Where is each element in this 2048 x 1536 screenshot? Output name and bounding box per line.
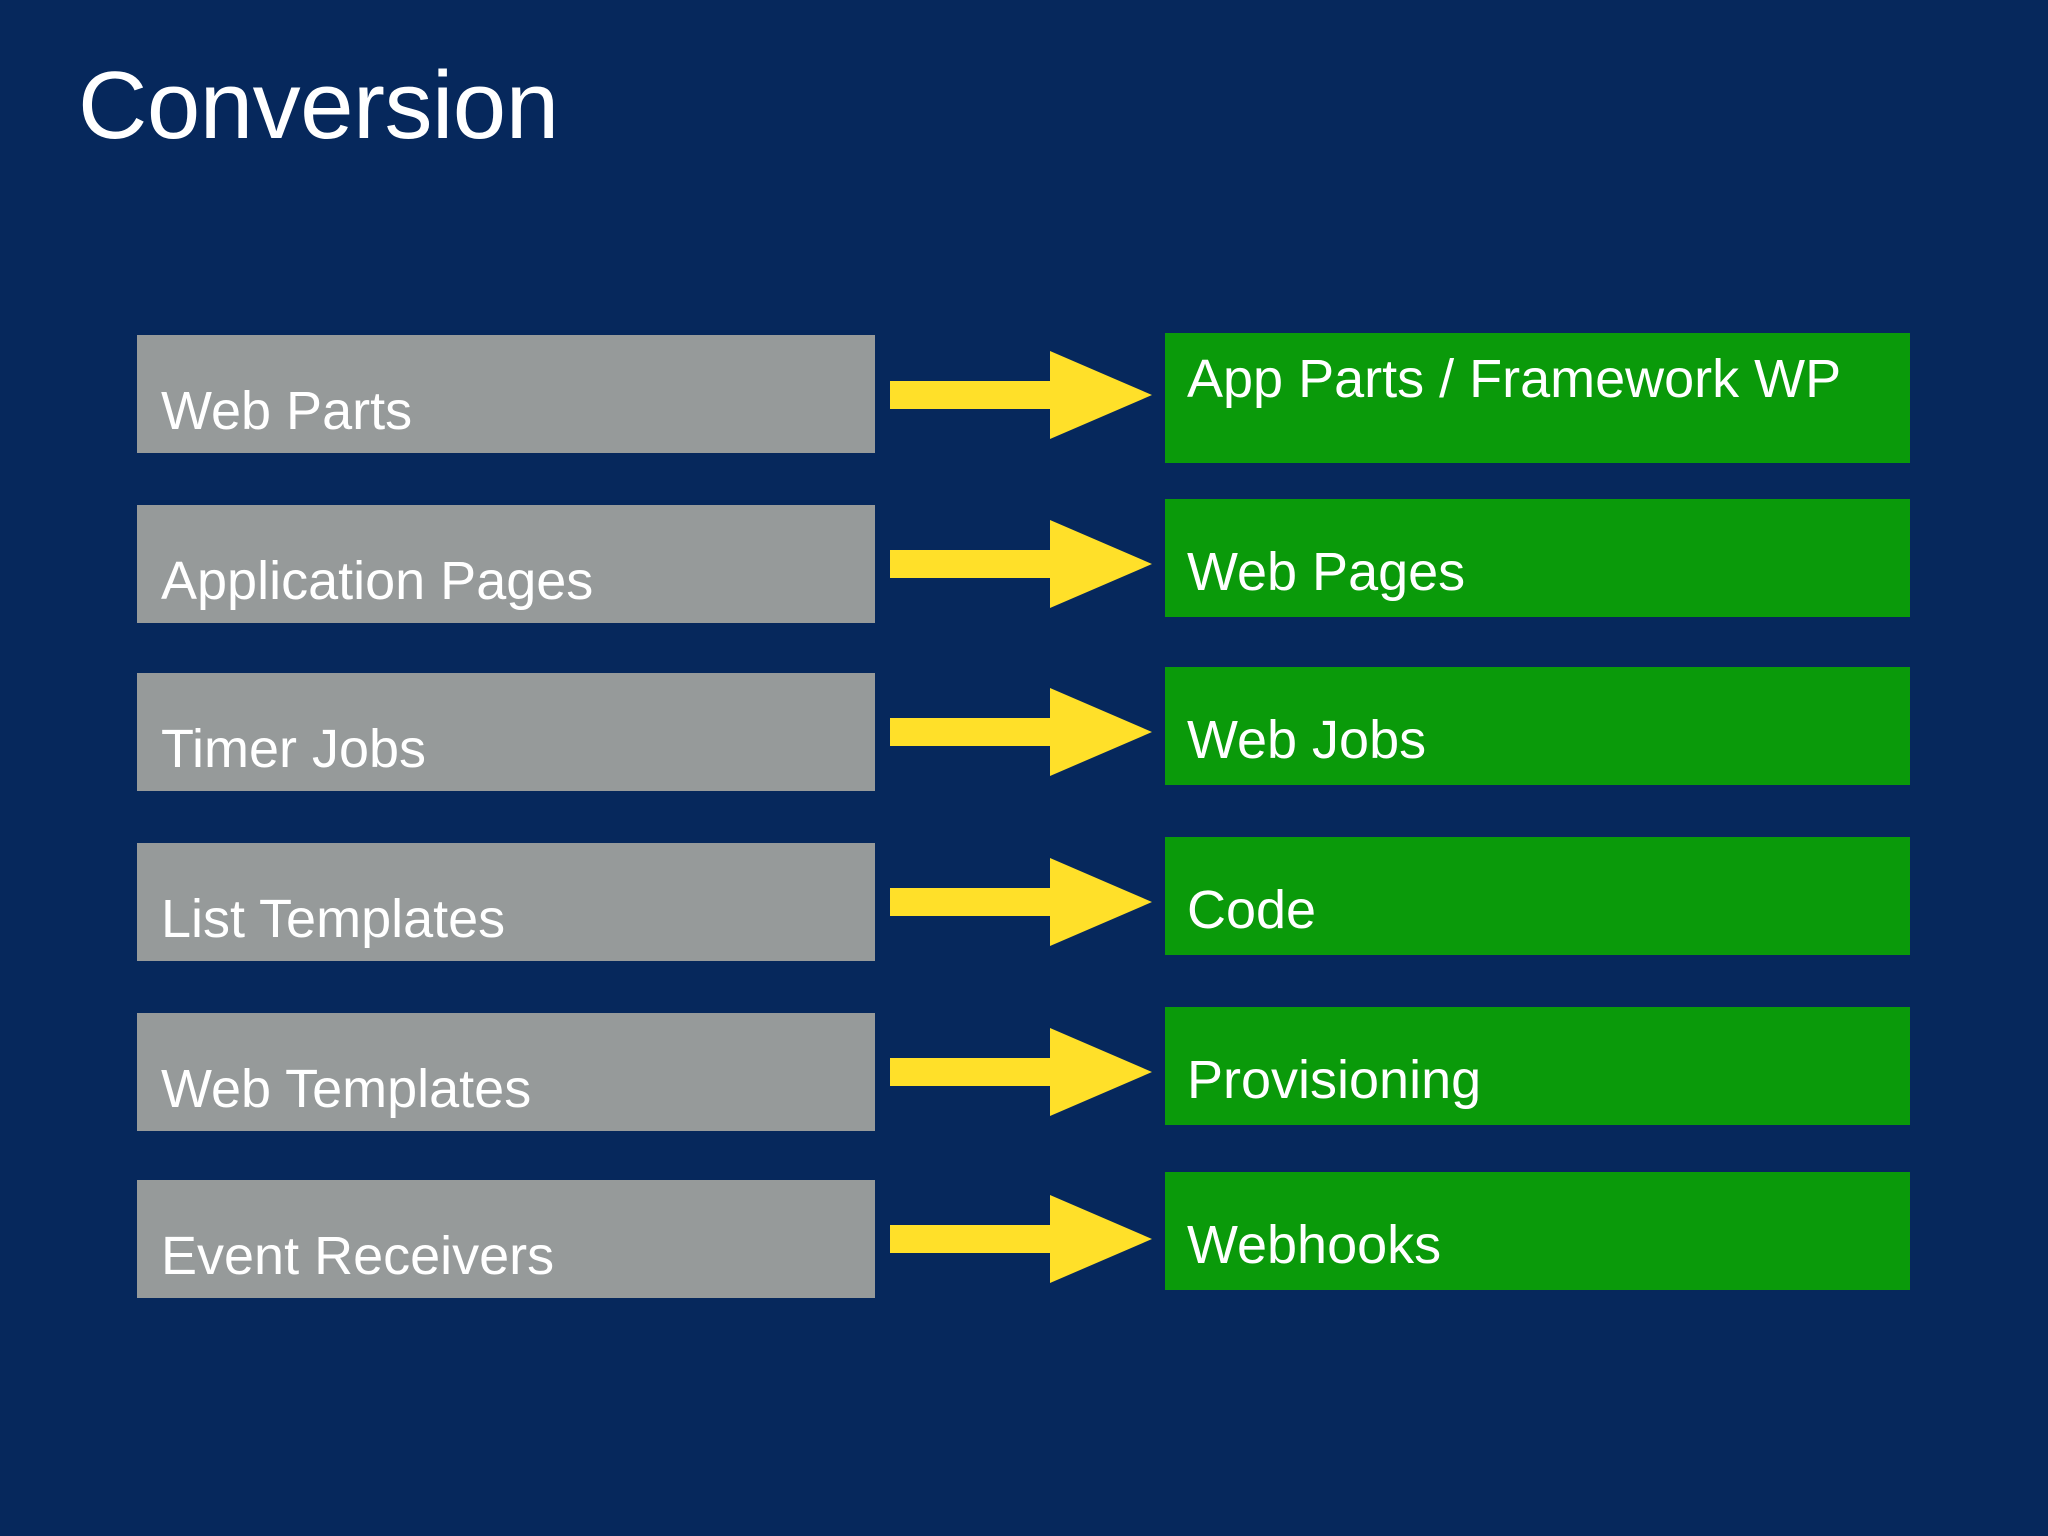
target-box-web-jobs[interactable]: Web Jobs [1165, 667, 1910, 785]
source-box-label: Timer Jobs [161, 718, 427, 779]
source-box-web-templates[interactable]: Web Templates [137, 1013, 875, 1131]
arrow-right-icon [890, 858, 1152, 946]
source-box-label: List Templates [161, 888, 506, 949]
target-box-webhooks[interactable]: Webhooks [1165, 1172, 1910, 1290]
source-box-web-parts[interactable]: Web Parts [137, 335, 875, 453]
target-box-label: Provisioning [1187, 1049, 1482, 1110]
source-box-label: Application Pages [161, 550, 594, 611]
target-box-code[interactable]: Code [1165, 837, 1910, 955]
source-box-list-templates[interactable]: List Templates [137, 843, 875, 961]
source-box-label: Web Parts [161, 380, 413, 441]
target-box-label: Webhooks [1187, 1214, 1442, 1275]
source-box-event-receivers[interactable]: Event Receivers [137, 1180, 875, 1298]
page-title: Conversion [78, 52, 559, 159]
arrow-right-icon [890, 1028, 1152, 1116]
source-box-application-pages[interactable]: Application Pages [137, 505, 875, 623]
arrow-right-icon [890, 688, 1152, 776]
target-box-label: Code [1187, 879, 1317, 940]
target-box-app-parts[interactable]: App Parts / Framework WP [1165, 333, 1910, 463]
target-box-label: Web Jobs [1187, 709, 1427, 770]
target-box-provisioning[interactable]: Provisioning [1165, 1007, 1910, 1125]
arrow-right-icon [890, 520, 1152, 608]
source-box-label: Web Templates [161, 1058, 532, 1119]
source-box-label: Event Receivers [161, 1225, 555, 1286]
target-box-label: App Parts / Framework WP [1187, 349, 1842, 409]
arrow-right-icon [890, 351, 1152, 439]
source-box-timer-jobs[interactable]: Timer Jobs [137, 673, 875, 791]
target-box-label: Web Pages [1187, 541, 1466, 602]
arrow-right-icon [890, 1195, 1152, 1283]
target-box-web-pages[interactable]: Web Pages [1165, 499, 1910, 617]
